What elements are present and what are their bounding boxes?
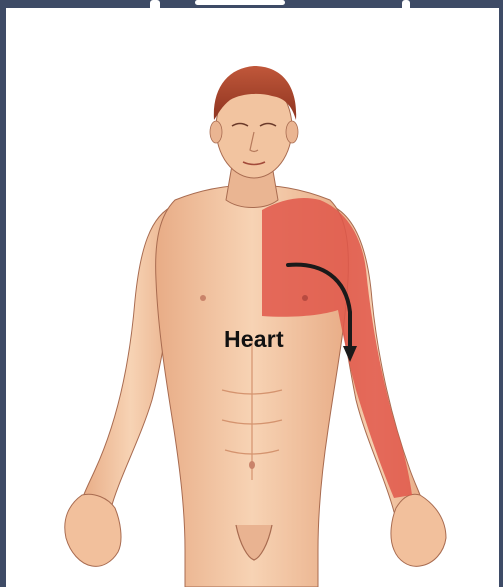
left-ear [210,121,222,143]
left-hand [65,494,121,566]
heart-label: Heart [224,326,284,353]
right-ear [286,121,298,143]
right-nipple [302,295,308,301]
navel [249,461,255,469]
left-nipple [200,295,206,301]
right-hand [391,494,446,566]
